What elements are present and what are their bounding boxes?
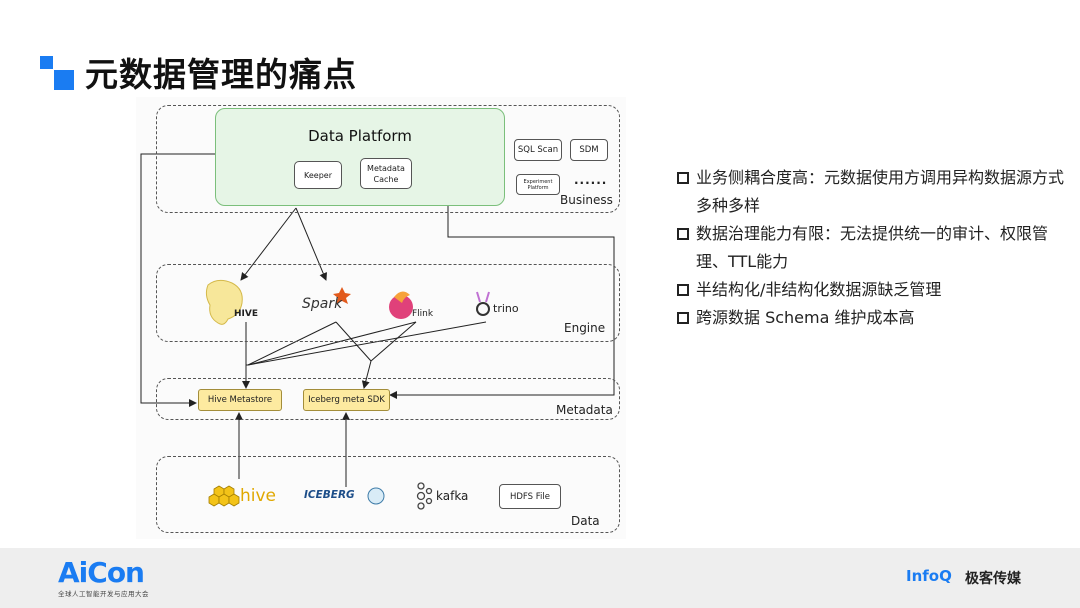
- kafka-data-label: kafka: [436, 489, 469, 503]
- infoq-logo: InfoQ: [906, 567, 952, 585]
- hive-engine-icon: [205, 279, 243, 325]
- engine-lane: [156, 264, 620, 342]
- hive-engine-label: HIVE: [234, 309, 258, 319]
- trino-engine-label: trino: [493, 302, 519, 315]
- hive-data-label: hive: [240, 486, 277, 506]
- checkbox-icon: [677, 312, 689, 324]
- sql-scan-box: SQL Scan: [514, 139, 562, 161]
- bullet-item: 数据治理能力有限：无法提供统一的审计、权限管理、TTL能力: [677, 220, 1075, 276]
- hive-metastore-box: Hive Metastore: [198, 389, 282, 411]
- aicon-logo: AiCon: [58, 556, 145, 589]
- experiment-platform-box: Experiment Platform: [516, 174, 560, 195]
- checkbox-icon: [677, 228, 689, 240]
- page-title: 元数据管理的痛点: [85, 55, 357, 94]
- bullet-item: 半结构化/非结构化数据源缺乏管理: [677, 276, 1075, 304]
- data-platform-title: Data Platform: [308, 127, 412, 145]
- metadata-lane-label: Metadata: [556, 403, 613, 417]
- iceberg-data-label: ICEBERG: [304, 489, 355, 501]
- footer-bar: AiCon 全球人工智能开发与应用大会 InfoQ 极客传媒: [0, 548, 1080, 608]
- spark-star-icon: [333, 287, 351, 304]
- keeper-box: Keeper: [294, 161, 342, 189]
- trino-icon: [476, 302, 490, 316]
- flink-icon: [389, 295, 413, 319]
- bullet-item: 跨源数据 Schema 维护成本高: [677, 304, 1075, 332]
- more-apps-ellipsis: ......: [574, 173, 608, 187]
- kafka-icon: [416, 482, 433, 510]
- engine-lane-label: Engine: [564, 321, 606, 335]
- data-platform-box: Data Platform Keeper Metadata Cache: [215, 108, 505, 206]
- hive-data-icon: [208, 485, 240, 507]
- metadata-lane: [156, 378, 620, 420]
- business-lane: [156, 105, 620, 213]
- flink-engine-label: Flink: [412, 309, 434, 319]
- title-logo-icon: [40, 56, 74, 90]
- hdfs-file-box: HDFS File: [499, 484, 561, 509]
- pain-points-list: 业务侧耦合度高：元数据使用方调用异构数据源方式多种多样 数据治理能力有限：无法提…: [677, 164, 1075, 332]
- iceberg-icon: [367, 487, 385, 505]
- spark-engine-label: Spark: [302, 296, 343, 312]
- architecture-diagram: Business Engine Metadata Data Data Platf…: [136, 97, 626, 539]
- infoq-cn-label: 极客传媒: [965, 571, 1021, 587]
- diagram-connectors: [140, 153, 615, 510]
- aicon-subtitle: 全球人工智能开发与应用大会: [58, 590, 149, 598]
- business-lane-label: Business: [560, 193, 613, 207]
- data-lane: [156, 456, 620, 533]
- checkbox-icon: [677, 172, 689, 184]
- metadata-cache-box: Metadata Cache: [360, 158, 412, 189]
- checkbox-icon: [677, 284, 689, 296]
- bullet-item: 业务侧耦合度高：元数据使用方调用异构数据源方式多种多样: [677, 164, 1075, 220]
- iceberg-meta-sdk-box: Iceberg meta SDK: [303, 389, 390, 411]
- data-lane-label: Data: [571, 514, 600, 528]
- sdm-box: SDM: [570, 139, 608, 161]
